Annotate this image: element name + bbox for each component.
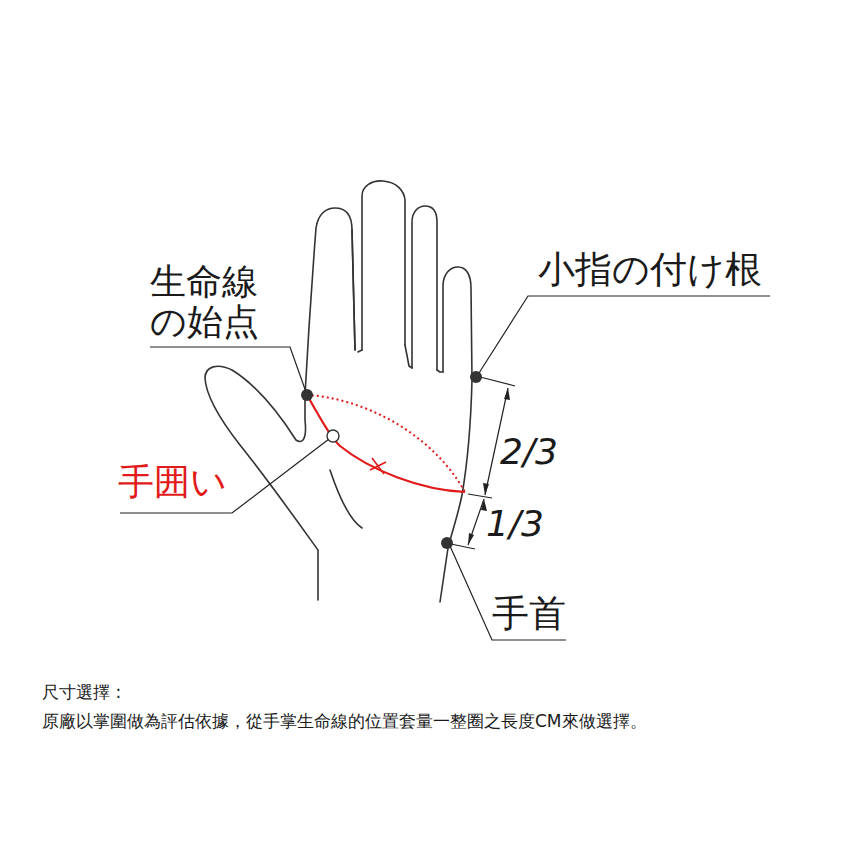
arrowhead [483, 483, 489, 495]
cross-mark [370, 458, 386, 474]
arrowhead [468, 533, 474, 545]
point-dot [441, 537, 453, 549]
point-circle [327, 430, 339, 442]
finger-gap [352, 230, 443, 372]
dimension-label: 1/3 [486, 504, 566, 544]
note-text: 原廠以掌圍做為評估依據，從手掌生命線的位置套量一整圈之長度CM來做選擇。 [42, 712, 832, 731]
point-label: 生命線 の始点 [150, 262, 268, 341]
dimension-label: 2/3 [500, 432, 580, 472]
measure-loop-front [307, 395, 465, 492]
hand-outline [205, 181, 472, 602]
point-label: 小指の付け根 [538, 250, 788, 291]
measure-loop-back [307, 395, 465, 492]
leader-line [150, 347, 306, 392]
point-dot [470, 371, 482, 383]
note-heading: 尺寸選擇 : [42, 683, 342, 702]
measure-label: 手囲い [118, 462, 248, 502]
point-dot [301, 389, 313, 401]
arrowhead [504, 388, 510, 400]
leader-line [479, 296, 770, 373]
point-label: 手首 [492, 594, 592, 635]
palm-crease [330, 470, 362, 528]
